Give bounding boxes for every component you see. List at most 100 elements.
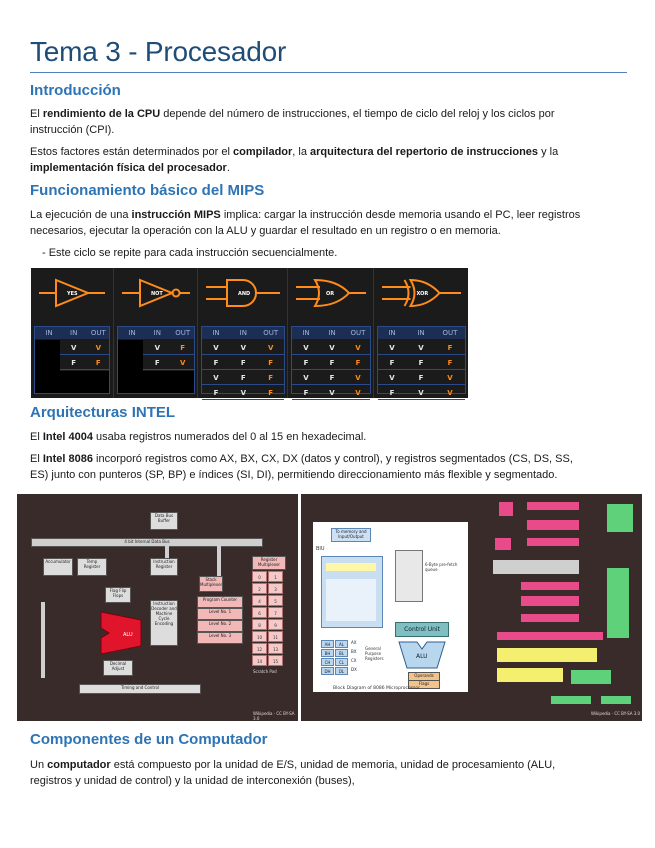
gp-register-name: AX [351,640,357,645]
decimal-adjust-box: Decimal Adjust [103,660,133,676]
truth-table-cell: V [329,389,335,397]
gp-register-cell: DH [321,667,334,675]
truth-table-cell: V [303,374,309,382]
gp-register-cell: AH [321,640,334,648]
truth-table-blank [118,371,194,393]
truth-table-cell: F [355,359,361,367]
truth-table-cell: F [418,359,424,367]
scratch-pad-label: Scratch Pad [253,669,277,674]
register-cell: 11 [268,631,283,642]
truth-table-cell: F [240,359,246,367]
truth-table-header-cell: IN [328,329,336,337]
flags-box: Flags [408,680,440,689]
truth-table-row-line [292,384,370,385]
bus-line-right [217,546,221,576]
truth-table-row-line [35,354,109,355]
register-cell: 13 [268,643,283,654]
level3-box: Level No. 3 [197,632,243,644]
bus-line-left [41,602,45,678]
truth-table-row-line [292,369,370,370]
register-cell: 1 [268,571,283,582]
truth-table-cell: V [154,344,161,352]
gp-register-cell: CH [321,658,334,666]
truth-table-cell: F [213,359,219,367]
truth-table-row-line [118,369,194,370]
truth-table-row-line [292,354,370,355]
truth-table-cell: V [303,344,309,352]
page-title: Tema 3 - Procesador [30,36,287,67]
gp-register-name: BX [351,649,357,654]
truth-table-cell: V [389,374,395,382]
truth-table-row-line [202,369,284,370]
flag-box: Flag Flip Flops [105,587,131,603]
truth-table-cell: V [95,344,102,352]
truth-table-cell: V [240,344,247,352]
truth-table-header-cell: IN [70,329,78,337]
accumulator-box: Accumulator [43,558,73,576]
truth-table-row-line [35,369,109,370]
truth-table-header-cell: IN [45,329,53,337]
diagram-8086-panel: To memory and Input/Output BIU 6-Byte pr… [313,522,468,692]
truth-table-header-cell: IN [212,329,220,337]
truth-table-cell: F [268,374,274,382]
truth-table-row-line [118,354,194,355]
register-cell: 5 [268,595,283,606]
heading-componentes: Componentes de un Computador [30,731,268,748]
gate-symbol-4: XOR [382,278,461,308]
timing-control-box: Timing and Control [79,684,201,694]
truth-table-header [378,327,465,339]
truth-table-header-cell: OUT [442,329,458,337]
fig8086-credit: Wikipedia · CC BY-SA 3.0 [591,711,641,716]
truth-table-cell: F [240,374,246,382]
truth-table-cell: F [213,389,219,397]
heading-mips: Funcionamiento básico del MIPS [30,182,265,199]
truth-table-cell: V [240,389,247,397]
pipeline-block-15 [571,670,611,684]
truth-table-cell: V [418,389,424,397]
truth-table-header-cell: IN [388,329,396,337]
truth-table-row-line [202,384,284,385]
pipeline-panel [489,498,639,716]
program-counter-box: Program Counter [197,596,243,608]
truth-table-row-line [202,399,284,400]
register-cell: 15 [268,655,283,666]
biu-label: BIU [316,546,325,552]
truth-table-header-cell: IN [153,329,161,337]
truth-table-cell: F [389,389,395,397]
segment-register-stack [326,579,376,621]
segment-registers [321,556,383,628]
register-cell: 4 [252,595,267,606]
truth-table-row-line [292,399,370,400]
register-cell: 6 [252,607,267,618]
truth-table-cell: V [213,374,219,382]
level1-box: Level No. 1 [197,608,243,620]
control-unit-box: Control Unit [395,622,449,637]
truth-table-cell: V [329,344,335,352]
gp-register-name: CX [351,658,357,663]
mips-paragraph: La ejecución de una instrucción MIPS imp… [30,209,581,237]
truth-table-cell: F [447,359,453,367]
pipeline-block-14 [497,668,563,682]
truth-table-cell: V [389,344,395,352]
truth-table-header [202,327,284,339]
pipeline-block-5 [527,538,579,546]
truth-table-row-line [202,354,284,355]
prefetch-queue [395,550,423,602]
gp-register-cell: BH [321,649,334,657]
pipeline-block-3 [527,520,579,530]
mips-bullet: - Este ciclo se repite para cada instruc… [42,247,338,259]
gate-symbol-2: AND [206,279,280,307]
instruction-decoder-box: Instruction Decoder and Machine Cycle En… [150,600,178,646]
truth-table-cell: V [179,359,186,367]
truth-table-header-cell: IN [128,329,136,337]
truth-table-cell: F [303,359,309,367]
prefetch-label: 6-Byte pre-fetch queue [425,562,458,572]
level2-box: Level No. 2 [197,620,243,632]
heading-intel: Arquitecturas INTEL [30,404,176,421]
gp-register-cell: CL [335,658,348,666]
